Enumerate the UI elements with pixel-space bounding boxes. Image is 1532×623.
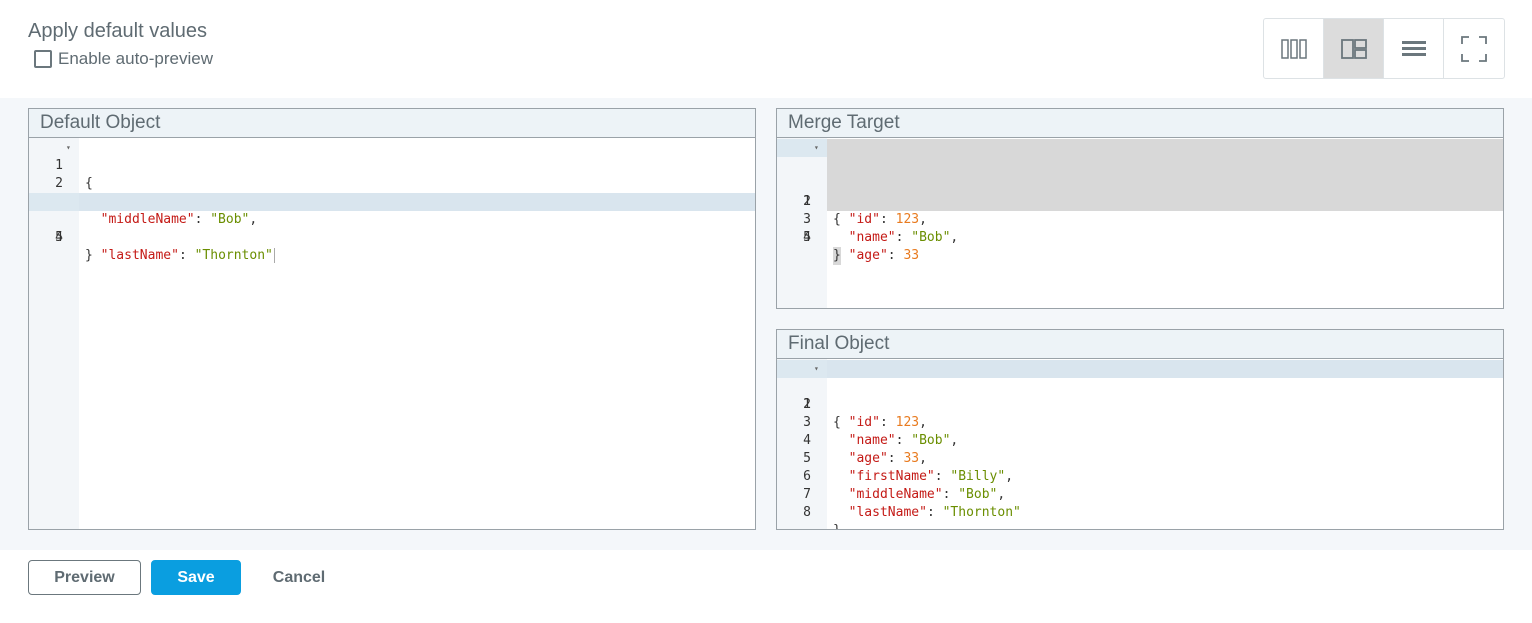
code-line: 3 "name": "Bob", — [777, 175, 1503, 245]
fold-arrow-icon[interactable]: ▾ — [66, 143, 71, 152]
code-line-active: 4 "lastName": "Thornton" — [29, 193, 755, 263]
stacked-rows-button[interactable] — [1384, 19, 1444, 78]
auto-preview-toggle[interactable]: Enable auto-preview — [34, 49, 213, 69]
code-line: 1▾ { — [777, 139, 1503, 227]
split-layout-icon — [1340, 38, 1367, 59]
merge-target-panel: Merge Target 1▾ { 2 "id": 123, 3 "name":… — [776, 108, 1504, 309]
final-object-title: Final Object — [777, 330, 1503, 359]
fullscreen-button[interactable] — [1444, 19, 1504, 78]
auto-preview-checkbox[interactable] — [34, 50, 52, 68]
default-object-editor[interactable]: 1▾ { 2 "firstName": "Billy", 3 "middleNa… — [29, 138, 755, 529]
save-button[interactable]: Save — [151, 560, 241, 595]
auto-preview-label: Enable auto-preview — [58, 49, 213, 68]
code-line: 2 "firstName": "Billy", — [55, 176, 265, 209]
three-columns-icon — [1280, 38, 1307, 59]
default-object-panel: Default Object 1▾ { 2 "firstName": "Bill… — [28, 108, 756, 530]
final-object-panel: Final Object 1▾ { 2 "id": 123, 3 "name":… — [776, 329, 1504, 530]
code-line: 2 "id": 123, — [803, 397, 927, 430]
code-line: 3 "middleName": "Bob", — [55, 194, 258, 227]
layout-switcher — [1263, 18, 1505, 79]
fold-arrow-icon[interactable]: ▾ — [814, 364, 819, 373]
code-line: 3 "name": "Bob", — [803, 415, 959, 448]
fullscreen-icon — [1461, 35, 1487, 62]
code-line: 7 "lastName": "Thornton" — [803, 487, 1021, 520]
merge-target-title: Merge Target — [777, 109, 1503, 138]
code-line: 8 } — [803, 505, 841, 529]
line-gutter — [777, 138, 827, 308]
code-line: 5 } — [55, 230, 93, 263]
three-columns-button[interactable] — [1264, 19, 1324, 78]
default-object-title: Default Object — [29, 109, 755, 138]
code-line: 5 } — [803, 230, 841, 265]
fold-arrow-icon[interactable]: ▾ — [814, 143, 819, 152]
merge-target-editor[interactable]: 1▾ { 2 "id": 123, 3 "name": "Bob", 4 "ag… — [777, 138, 1503, 308]
split-layout-button[interactable] — [1324, 19, 1384, 78]
code-line: 4 "age": 33 — [777, 193, 1503, 263]
line-gutter — [777, 359, 827, 529]
code-line: 4 "age": 33, — [803, 433, 927, 466]
code-line: 5 "firstName": "Billy", — [803, 451, 1014, 484]
code-line: 6 "middleName": "Bob", — [803, 469, 1006, 502]
page-title: Apply default values — [28, 20, 208, 42]
stacked-rows-icon — [1401, 40, 1426, 56]
code-line-active: 1▾ { — [777, 360, 1503, 430]
final-object-editor[interactable]: 1▾ { 2 "id": 123, 3 "name": "Bob", 4 "ag… — [777, 359, 1503, 529]
cancel-button[interactable]: Cancel — [251, 560, 347, 595]
code-line: 1▾ { — [29, 139, 755, 191]
preview-button[interactable]: Preview — [28, 560, 141, 595]
footer-actions: Preview Save Cancel — [28, 560, 347, 595]
code-line: 2 "id": 123, — [777, 157, 1503, 227]
